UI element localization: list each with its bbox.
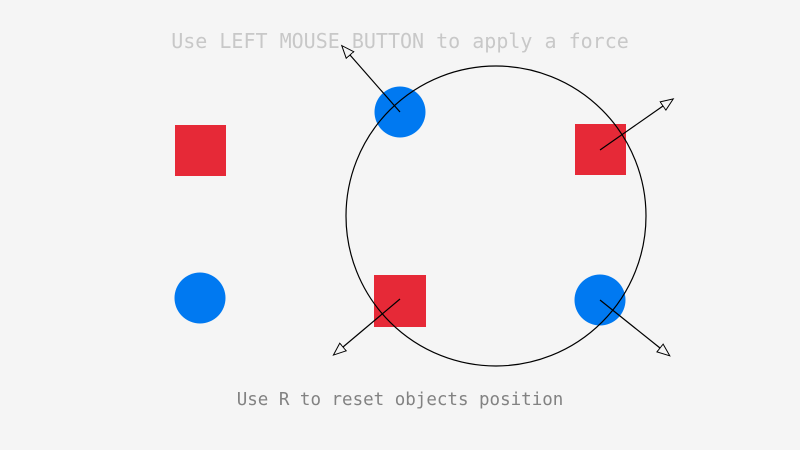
blue-circle-left[interactable] [174,272,226,324]
red-square-bottom-middle[interactable] [374,275,426,327]
red-square-left[interactable] [175,125,226,176]
force-arrow-bottom-middle [332,298,401,356]
force-arrow-top-middle [340,44,401,113]
force-arrow-bottom-right [599,299,671,357]
force-arrow-top-right [599,98,675,151]
instruction-reset-objects: Use R to reset objects position [236,390,564,410]
boundary-circle-outline [345,65,647,367]
instruction-apply-force: Use LEFT MOUSE BUTTON to apply a force [171,29,629,53]
